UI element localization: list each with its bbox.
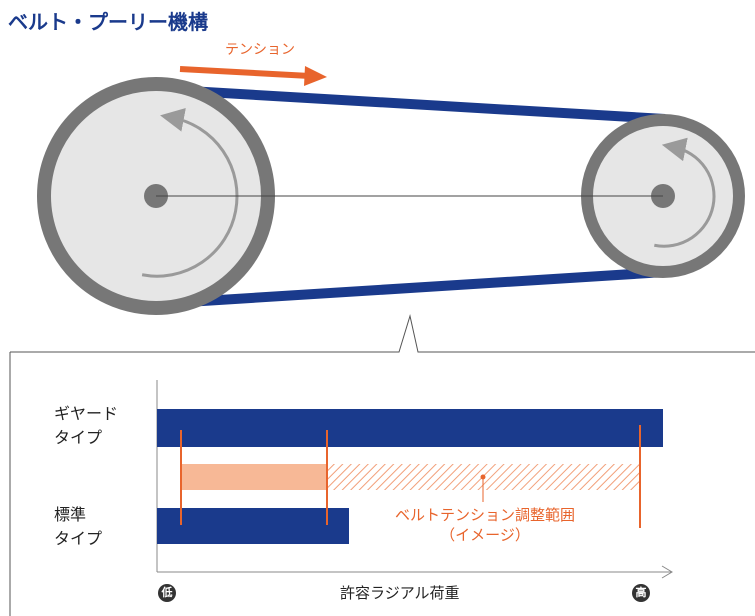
callout-box	[9, 314, 755, 616]
standard-type-label: 標準 タイプ	[54, 505, 103, 548]
range-markers	[180, 425, 641, 528]
belt	[154, 84, 666, 309]
page-title: ベルト・プーリー機構	[8, 10, 208, 34]
range-pointer	[480, 474, 486, 502]
geared-type-label: ギヤード タイプ	[54, 404, 119, 447]
tension-label: テンション	[225, 42, 295, 58]
high-badge: 高	[632, 584, 650, 602]
standard-type-bar	[157, 508, 349, 544]
geared-type-bar	[157, 409, 663, 447]
rotation-arrow	[654, 137, 716, 248]
range-label: ベルトテンション調整範囲 （イメージ）	[394, 506, 575, 544]
rotation-arrow	[141, 108, 239, 278]
tension-arrow	[179, 66, 327, 86]
tension-range-solid	[181, 464, 327, 490]
axis-label: 許容ラジアル荷重	[340, 584, 460, 602]
low-badge: 低	[158, 584, 176, 602]
